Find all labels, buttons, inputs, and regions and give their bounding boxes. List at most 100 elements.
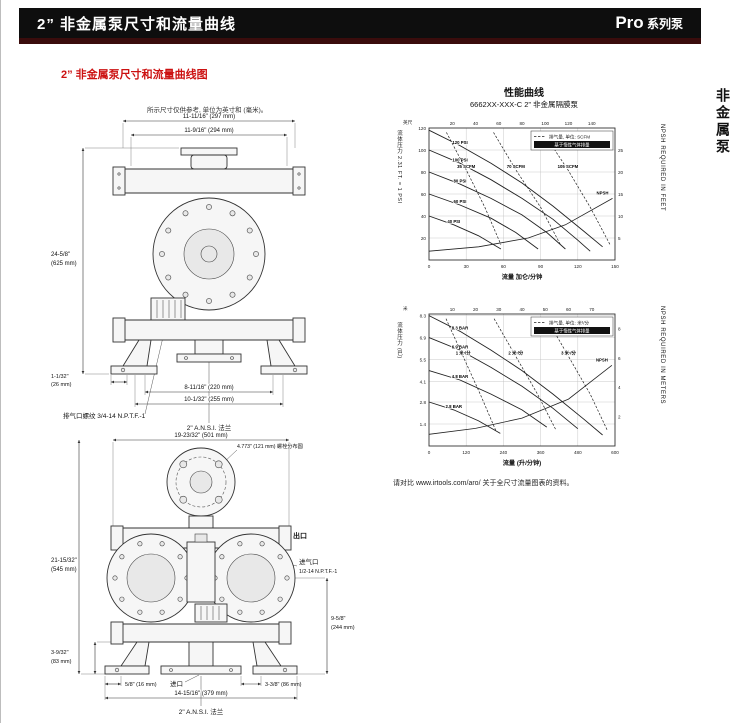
- svg-text:40: 40: [519, 307, 525, 312]
- svg-text:基于惰性气体排量: 基于惰性气体排量: [554, 327, 590, 334]
- svg-text:8: 8: [618, 326, 621, 331]
- svg-text:80 PSI: 80 PSI: [454, 178, 467, 183]
- svg-text:4.8 BAR: 4.8 BAR: [452, 374, 469, 379]
- svg-text:150: 150: [611, 264, 619, 269]
- ansi-flange-label: 2" A.N.S.I. 法兰: [187, 423, 232, 432]
- svg-text:米: 米: [403, 305, 408, 312]
- air-motor: [186, 541, 216, 603]
- svg-text:100: 100: [418, 148, 426, 153]
- svg-text:排气量, 单位: 米³/分: 排气量, 单位: 米³/分: [549, 320, 589, 327]
- svg-text:140: 140: [588, 121, 596, 126]
- svg-text:90: 90: [538, 264, 544, 269]
- svg-text:50: 50: [543, 307, 549, 312]
- svg-text:60: 60: [566, 307, 572, 312]
- svg-text:0: 0: [428, 264, 431, 269]
- svg-text:6.9 BAR: 6.9 BAR: [452, 344, 469, 349]
- chart2-npsh-axis-label: NPSH REQUIRED IN METERS: [659, 306, 665, 405]
- svg-text:105 SCFM: 105 SCFM: [558, 164, 579, 169]
- performance-curve-title: 性能曲线: [504, 88, 544, 99]
- svg-text:基于惰性气体排量: 基于惰性气体排量: [554, 141, 590, 148]
- bolt-circle: [175, 456, 227, 508]
- svg-text:25: 25: [618, 148, 624, 153]
- dim-width-inner: 11-9/16" (294 mm): [184, 128, 233, 134]
- series-suffix: 系列泵: [643, 17, 683, 31]
- svg-text:120: 120: [462, 450, 470, 455]
- svg-text:60 PSI: 60 PSI: [454, 199, 467, 204]
- side-tab-label: 非金属泵: [715, 88, 731, 156]
- svg-text:6: 6: [618, 356, 621, 361]
- svg-text:60: 60: [501, 264, 507, 269]
- svg-text:360: 360: [537, 450, 545, 455]
- svg-text:60: 60: [421, 192, 427, 197]
- bolt-circle-label: 4.773" (121 mm) 螺栓分布圆: [237, 442, 303, 450]
- page-title: 2” 非金属泵尺寸和流量曲线: [37, 15, 237, 33]
- svg-text:流量 (升/分钟): 流量 (升/分钟): [503, 459, 542, 467]
- svg-text:40 PSI: 40 PSI: [447, 219, 460, 224]
- dim-foot-mm: (26 mm): [51, 382, 72, 388]
- svg-text:NPSH: NPSH: [597, 190, 609, 195]
- svg-text:NPSH: NPSH: [596, 357, 608, 362]
- flanged-view-dimension-labels: 19-23/32" (501 mm) 4.773" (121 mm) 螺栓分布圆…: [51, 432, 355, 716]
- dim-b1: 5/8" (16 mm): [125, 682, 157, 688]
- svg-text:30: 30: [464, 264, 470, 269]
- charts-footnote: 请对比 www.irtools.com/aro/ 关于全尺寸流量图表的资料。: [393, 480, 574, 487]
- svg-text:8.3: 8.3: [420, 313, 427, 318]
- svg-text:8.3 BAR: 8.3 BAR: [452, 326, 469, 331]
- svg-text:4: 4: [618, 385, 621, 390]
- muffler: [150, 297, 186, 321]
- chart1-y-axis-label: 流体压力 2.31 FT. = 1 PSI: [396, 130, 402, 204]
- svg-text:70 SCFM: 70 SCFM: [507, 164, 526, 169]
- dim-base-inner: 8-11/16" (220 mm): [184, 385, 233, 391]
- svg-text:2.8 BAR: 2.8 BAR: [446, 404, 463, 409]
- svg-text:30: 30: [496, 307, 502, 312]
- dim-height-mm: (625 mm): [51, 261, 77, 267]
- svg-text:100: 100: [541, 121, 549, 126]
- air-inlet-fitting: [194, 533, 208, 543]
- svg-text:流量 加仑/分钟: 流量 加仑/分钟: [502, 273, 543, 281]
- series-prefix: Pro: [615, 13, 644, 32]
- svg-text:120 PSI: 120 PSI: [452, 140, 467, 145]
- svg-text:20: 20: [421, 236, 427, 241]
- dim-leg: 3-9/32": [51, 650, 69, 656]
- svg-text:480: 480: [574, 450, 582, 455]
- svg-text:20: 20: [473, 307, 479, 312]
- pump-flanged-view-drawing: 19-23/32" (501 mm) 4.773" (121 mm) 螺栓分布圆…: [51, 432, 355, 716]
- dim-width-top: 19-23/32" (501 mm): [174, 433, 227, 439]
- svg-text:2 米³/分: 2 米³/分: [508, 350, 524, 357]
- flanged-view-dimension-lines: [77, 438, 329, 706]
- svg-text:6.9: 6.9: [420, 335, 427, 340]
- dim-height: 24-5/8": [51, 252, 70, 258]
- dim-height-right-mm: (244 mm): [331, 625, 355, 631]
- dim-height-right: 9-5/8": [331, 616, 346, 622]
- svg-text:排气量, 单位: SCFM: 排气量, 单位: SCFM: [549, 134, 590, 141]
- svg-text:120: 120: [565, 121, 573, 126]
- svg-text:2.8: 2.8: [420, 400, 427, 405]
- pump-front-view-drawing: 11-11/16" (297 mm) 11-9/16" (294 mm) 24-…: [51, 113, 308, 432]
- air-inlet-label: 进气口: [299, 557, 319, 566]
- svg-text:70: 70: [589, 307, 595, 312]
- drawing-note: 所示尺寸仅供参考, 单位为英寸和 (毫米)。: [147, 107, 268, 114]
- dim-base-outer: 10-1/32" (255 mm): [184, 397, 234, 403]
- svg-text:15: 15: [618, 192, 624, 197]
- page-header: 2” 非金属泵尺寸和流量曲线 Pro 系列泵: [19, 8, 701, 44]
- inlet-label: 进口: [170, 680, 183, 688]
- svg-text:240: 240: [500, 450, 508, 455]
- exhaust-port-label: 排气口螺纹 3/4-14 N.P.T.F.-1: [63, 411, 146, 420]
- dim-leg-mm: (83 mm): [51, 659, 72, 665]
- dim-width-outer: 11-11/16" (297 mm): [183, 114, 235, 120]
- svg-text:120: 120: [574, 264, 582, 269]
- svg-text:10: 10: [450, 307, 456, 312]
- svg-text:4.1: 4.1: [420, 379, 427, 384]
- dim-height-left: 21-15/32": [51, 558, 77, 564]
- svg-text:5: 5: [618, 236, 621, 241]
- front-view-dimension-lines: [81, 119, 296, 423]
- dim-b3: 3-3/8" (86 mm): [265, 682, 302, 688]
- dim-height-left-mm: (545 mm): [51, 567, 77, 573]
- svg-text:120: 120: [418, 126, 426, 131]
- ansi-flange-label: 2" A.N.S.I. 法兰: [179, 707, 224, 716]
- svg-text:60: 60: [496, 121, 502, 126]
- svg-text:35 SCFM: 35 SCFM: [457, 164, 476, 169]
